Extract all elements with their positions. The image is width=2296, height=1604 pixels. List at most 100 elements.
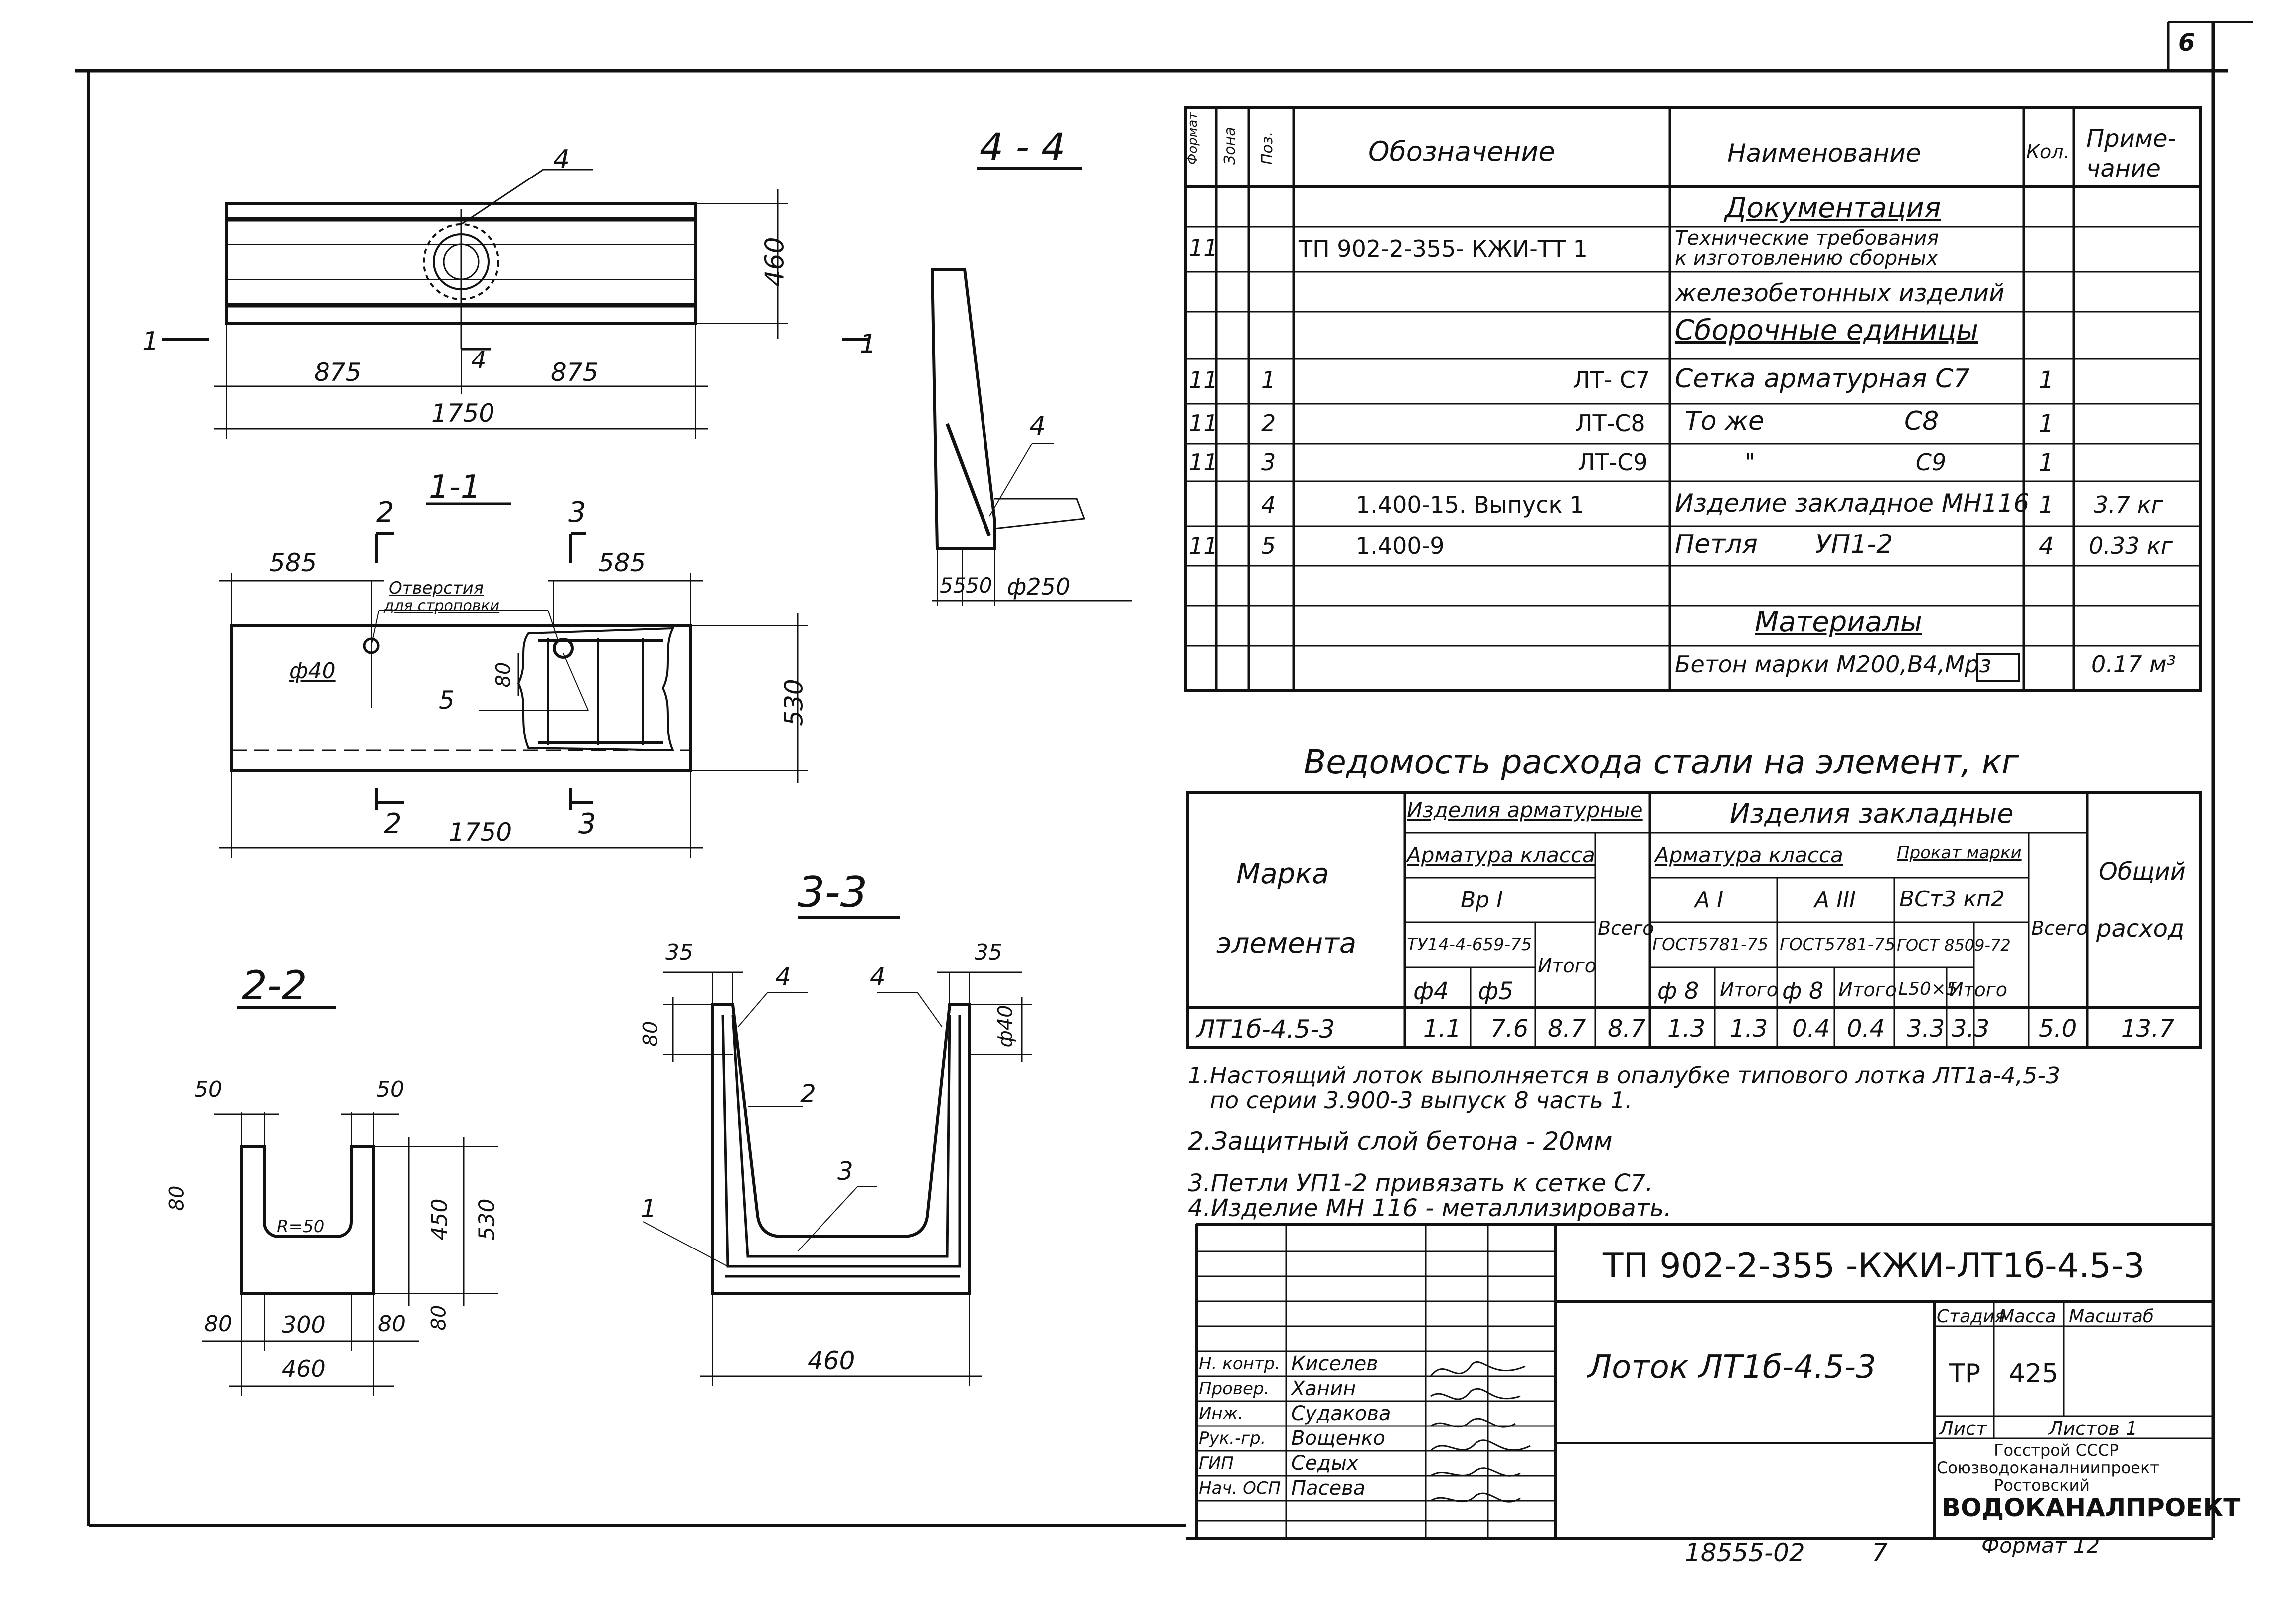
s33-leader-3: 3 <box>837 1157 853 1186</box>
plan-dim-1750: 1750 <box>431 399 495 428</box>
spec-row8-name: Изделие закладное МН116 <box>1675 489 2030 518</box>
spec-header-designation: Обозначение <box>1368 136 1555 167</box>
steel-tu: ТУ14-4-659-75 <box>1407 935 1532 955</box>
steel-phi8b: ф 8 <box>1782 977 1824 1004</box>
steel-table-title: Ведомость расхода стали на элемент, кг <box>1304 743 2019 781</box>
section-3-3-title: 3-3 <box>798 868 868 917</box>
plan-dim-875a: 875 <box>314 358 362 387</box>
spec-row1-designation: ТП 902-2-355- КЖИ-ТТ 1 <box>1299 235 1588 262</box>
s33-leader-4b: 4 <box>870 962 886 991</box>
steel-bp1: Вр I <box>1461 888 1503 913</box>
note-1-cont: по серии 3.900-3 выпуск 8 часть 1. <box>1188 1087 1633 1114</box>
s11-dim-1750: 1750 <box>449 818 512 847</box>
steel-mark-header-2: элемента <box>1216 927 1357 960</box>
spec-row5-pos: 1 <box>1261 366 1276 393</box>
s44-dim-250: ф250 <box>1007 573 1071 600</box>
spec-row6-qty: 1 <box>2039 410 2054 438</box>
tb-role-3: Рук.-гр. <box>1199 1428 1266 1448</box>
section-mark-1b: 1 <box>860 329 877 359</box>
steel-group-2: Изделия закладные <box>1730 798 2014 829</box>
section-4-4-title: 4 - 4 <box>980 125 1066 169</box>
steel-itogo-2: Итого <box>1720 979 1779 1001</box>
steel-gost1: ГОСТ5781-75 <box>1652 935 1769 955</box>
s22-dim-50b: 50 <box>376 1077 404 1102</box>
steel-mark-header-1: Марка <box>1236 858 1329 890</box>
plan-view <box>162 169 870 439</box>
section-mark-1a: 1 <box>142 327 159 356</box>
spec-row12-name: Бетон марки М200,В4,Мрз <box>1675 651 1991 678</box>
steel-a3: А III <box>1814 888 1856 913</box>
steel-vsego-2: Всего <box>2031 917 2088 939</box>
spec-header-note-2: чание <box>2086 155 2161 182</box>
spec-row6-format: 11 <box>1189 410 1218 437</box>
steel-phi5: ф5 <box>1478 977 1514 1005</box>
steel-row-phi5: 7.6 <box>1490 1015 1529 1043</box>
section-3-3 <box>643 916 1032 1386</box>
steel-phi4: ф4 <box>1413 977 1449 1005</box>
tb-name-4: Седых <box>1291 1452 1359 1475</box>
title-block-scale-label: Масштаб <box>2069 1306 2154 1327</box>
s22-dim-80c: 80 <box>204 1311 232 1337</box>
spec-row6-pos: 2 <box>1261 410 1276 437</box>
s22-dim-80d: 80 <box>378 1311 406 1337</box>
steel-row-mark: ЛТ1б-4.5-3 <box>1196 1015 1335 1044</box>
s11-mark-2b: 2 <box>384 808 402 840</box>
title-block-mass-label: Масса <box>1999 1306 2056 1327</box>
spec-row5-designation: ЛТ- С7 <box>1573 366 1650 393</box>
s33-leader-2: 2 <box>800 1079 816 1108</box>
spec-row8-pos: 4 <box>1261 491 1276 518</box>
s22-dim-300: 300 <box>282 1311 326 1338</box>
spec-row7-qty: 1 <box>2039 449 2054 477</box>
section-1-1-title: 1-1 <box>429 469 481 506</box>
spec-row5-name: Сетка арматурная С7 <box>1675 364 1970 394</box>
spec-row8-qty: 1 <box>2039 491 2054 519</box>
sheet-number: 6 <box>2178 29 2195 57</box>
s44-dim-50: 50 <box>966 573 992 598</box>
steel-row-vsego2: 5.0 <box>2039 1015 2077 1043</box>
note-4: 4.Изделие МН 116 - металлизировать. <box>1188 1194 1672 1222</box>
s11-mark-2a: 2 <box>376 496 394 529</box>
steel-group-1: Изделия арматурные <box>1407 798 1643 822</box>
spec-section-docs: Документация <box>1725 192 1941 224</box>
section-mark-4: 4 <box>471 347 487 374</box>
steel-arm-class-2: Арматура класса <box>1655 843 1843 867</box>
s11-holes-label-2: для строповки <box>384 597 500 615</box>
spec-row5-qty: 1 <box>2039 366 2054 394</box>
steel-total-header-2: расход <box>2096 915 2185 943</box>
footer-number: 7 <box>1872 1538 1888 1567</box>
footer-format: Формат 12 <box>1981 1533 2100 1558</box>
section-4-4 <box>930 167 1132 606</box>
org-line-4: ВОДОКАНАЛПРОЕКТ <box>1942 1493 2241 1522</box>
s11-dim-585b: 585 <box>598 548 646 577</box>
note-2: 2.Защитный слой бетона - 20мм <box>1188 1127 1613 1156</box>
s22-dim-50a: 50 <box>194 1077 222 1102</box>
s11-holes-label-1: Отверстия <box>389 578 484 598</box>
steel-row-itogo2: 1.3 <box>1730 1015 1768 1043</box>
s11-mark-3a: 3 <box>568 496 586 529</box>
s22-radius: R=50 <box>277 1217 325 1237</box>
s33-leader-4a: 4 <box>775 962 791 991</box>
spec-row12-note: 0.17 м³ <box>2091 651 2176 678</box>
steel-vsego-1: Всего <box>1598 917 1654 939</box>
s33-dim-35a: 35 <box>665 940 693 965</box>
s11-leader-5: 5 <box>439 686 455 714</box>
tb-role-1: Провер. <box>1199 1379 1270 1399</box>
spec-row5-format: 11 <box>1189 366 1218 393</box>
spec-section-assemblies: Сборочные единицы <box>1675 314 1978 347</box>
spec-row7-format: 11 <box>1189 449 1218 476</box>
steel-arm-class-1: Арматура класса <box>1407 843 1595 867</box>
tb-name-1: Ханин <box>1291 1377 1356 1400</box>
steel-a1: А I <box>1695 888 1724 913</box>
steel-row-phi4: 1.1 <box>1423 1015 1462 1043</box>
steel-row-itogo3: 0.4 <box>1847 1015 1885 1043</box>
spec-row2-name: к изготовлению сборных <box>1675 247 1938 270</box>
spec-row9-designation: 1.400-9 <box>1356 533 1445 559</box>
s33-dim-460: 460 <box>808 1346 855 1375</box>
tb-role-2: Инж. <box>1199 1404 1244 1424</box>
steel-itogo-4: Итого <box>1949 979 2008 1001</box>
spec-row9-name: Петля УП1-2 <box>1675 530 1893 559</box>
